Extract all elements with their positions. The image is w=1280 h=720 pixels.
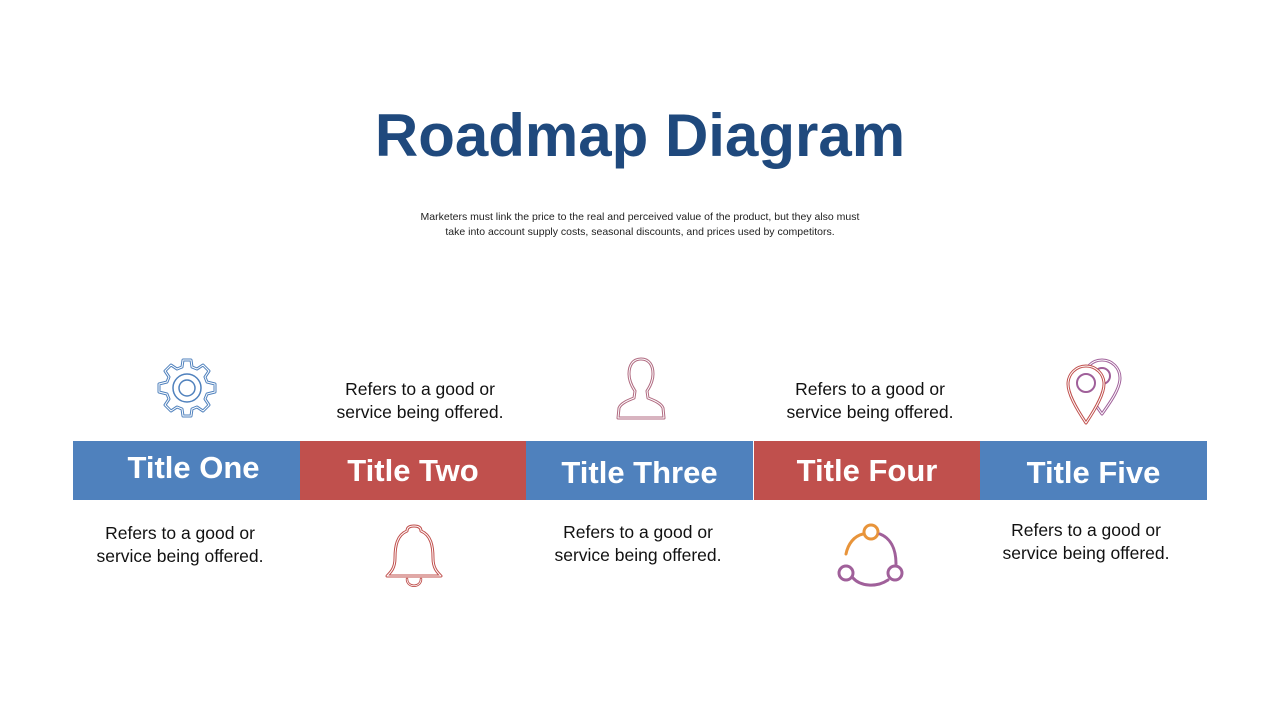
step-4-title-bar: Title Four	[754, 441, 980, 500]
step-2-title: Title Two	[347, 452, 479, 488]
cycle-icon	[836, 520, 906, 592]
location-icon	[1062, 356, 1124, 428]
step-2-description: Refers to a good or service being offere…	[336, 379, 504, 422]
slide-title: Roadmap Diagram	[374, 102, 906, 169]
step-1-description: Refers to a good or service being offere…	[96, 523, 264, 566]
subtitle-line-2: take into account supply costs, seasonal…	[445, 226, 835, 238]
step-5-description: Refers to a good or service being offere…	[1002, 520, 1170, 563]
bell-icon	[385, 522, 443, 590]
step-1-title: Title One	[127, 449, 260, 485]
slide-subtitle: Marketers must link the price to the rea…	[390, 210, 890, 240]
step-1-title-bar: Title One	[73, 441, 300, 500]
step-3-description: Refers to a good or service being offere…	[554, 522, 722, 565]
subtitle-line-1: Marketers must link the price to the rea…	[420, 211, 860, 223]
gear-icon	[156, 357, 218, 419]
step-4-description: Refers to a good or service being offere…	[786, 379, 954, 422]
step-2-title-bar: Title Two	[300, 441, 526, 500]
person-icon	[615, 356, 667, 422]
step-3-title-bar: Title Three	[526, 441, 753, 500]
step-5-title-bar: Title Five	[980, 441, 1207, 500]
step-3-title: Title Three	[561, 454, 718, 490]
step-4-title: Title Four	[796, 452, 938, 488]
step-5-title: Title Five	[1026, 454, 1161, 490]
